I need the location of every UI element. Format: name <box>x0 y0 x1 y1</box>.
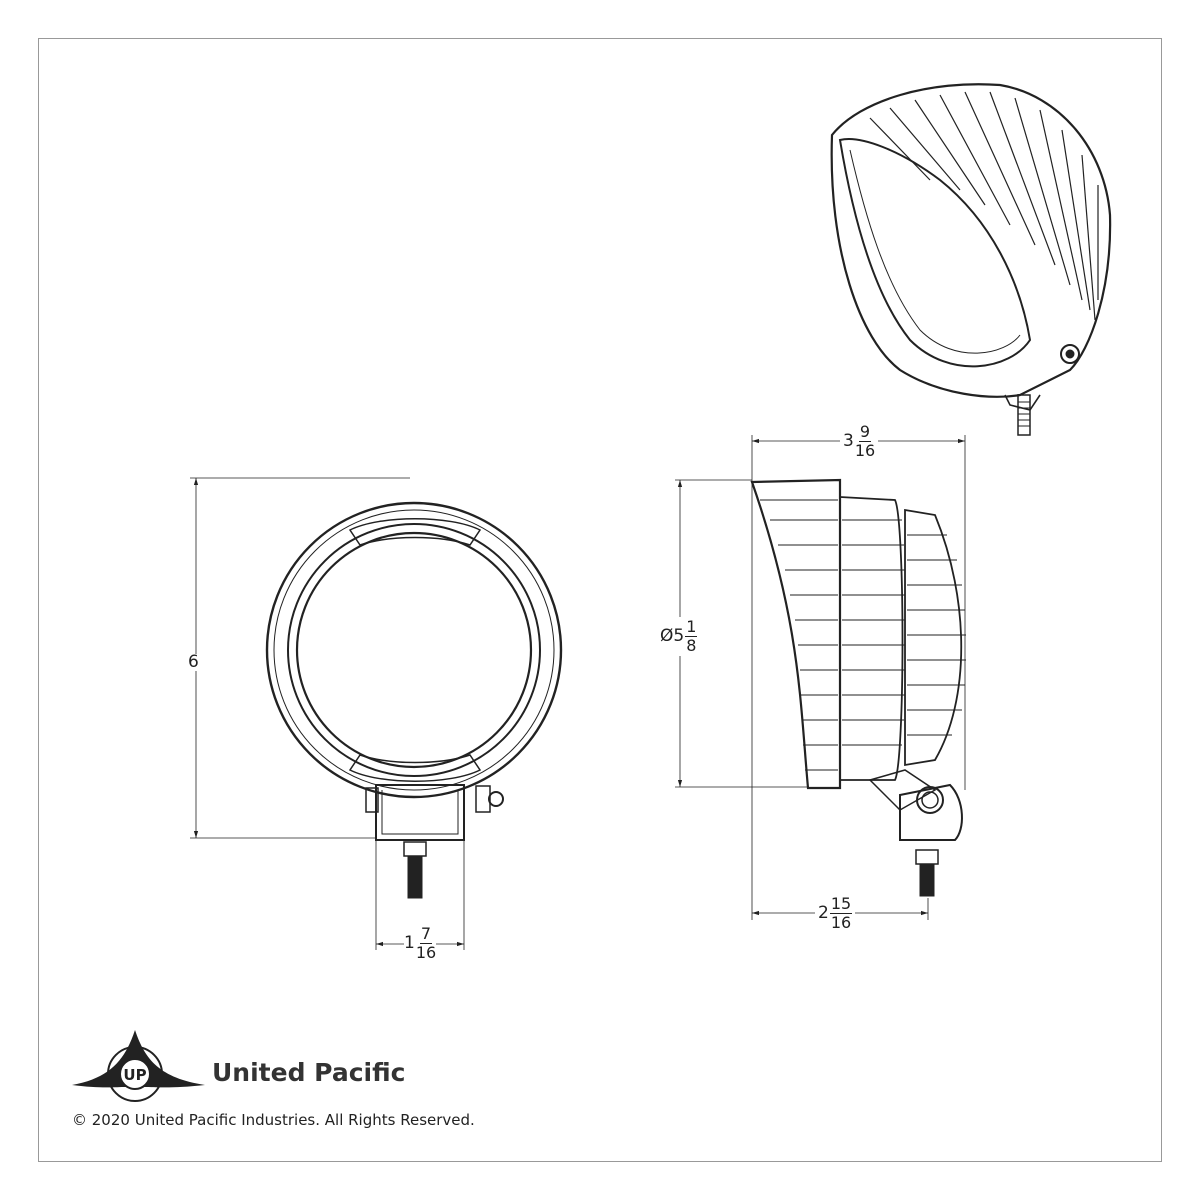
side-dimension-lines <box>675 435 966 920</box>
dimension-front-height: 6 <box>188 654 199 671</box>
brand-name: United Pacific <box>212 1058 406 1087</box>
denominator: 8 <box>686 636 697 655</box>
denominator: 16 <box>854 441 876 460</box>
front-view <box>265 501 563 899</box>
perspective-view <box>830 83 1112 436</box>
numerator: 1 <box>685 617 698 637</box>
numerator: 7 <box>419 924 433 944</box>
denominator: 16 <box>415 943 437 962</box>
united-pacific-logo-icon: UP <box>72 1030 205 1102</box>
numerator: 15 <box>829 894 853 914</box>
front-dimension-lines <box>190 477 465 950</box>
numerator: 9 <box>858 422 872 442</box>
side-view <box>750 478 966 897</box>
denominator: 16 <box>830 913 852 932</box>
dimension-value: 6 <box>188 652 199 672</box>
dimension-whole: 3 <box>843 431 854 451</box>
copyright-text: © 2020 United Pacific Industries. All Ri… <box>72 1111 475 1129</box>
dimension-whole: Ø5 <box>660 626 685 646</box>
svg-text:UP: UP <box>123 1066 146 1084</box>
drawing-frame <box>38 38 1162 1162</box>
dimension-whole: 1 <box>404 933 415 953</box>
dimension-whole: 2 <box>818 903 829 923</box>
